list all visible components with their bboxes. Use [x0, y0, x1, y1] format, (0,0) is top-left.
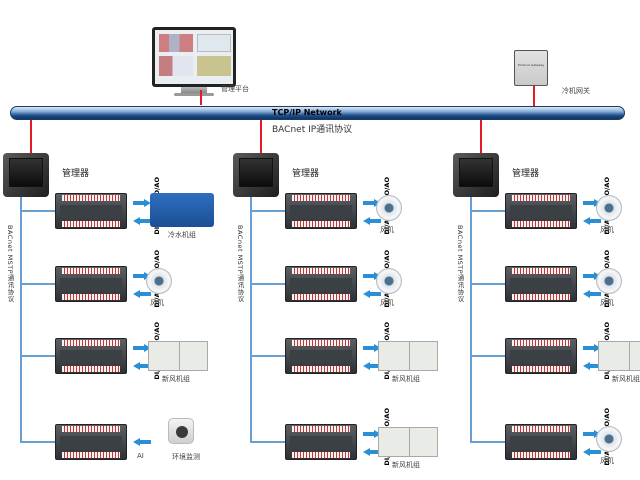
- output-arrow-icon: [133, 199, 151, 207]
- mstp-bus-line: [470, 197, 472, 442]
- bus-branch: [250, 210, 285, 212]
- input-arrow-icon: [363, 362, 381, 370]
- environment-sensor-icon: [168, 418, 194, 444]
- platform-label: 管理平台: [221, 85, 249, 93]
- bus-branch: [470, 441, 505, 443]
- io-module: [55, 193, 127, 229]
- io-module: [285, 338, 357, 374]
- io-module: [505, 193, 577, 229]
- io-module: [505, 338, 577, 374]
- mstp-bus-label: BACnet MSTP通讯协议: [6, 225, 14, 303]
- management-platform-monitor: [152, 27, 236, 96]
- equipment-label: 风机: [600, 457, 614, 465]
- network-drop-link: [30, 120, 32, 155]
- network-drop-link: [260, 120, 262, 155]
- monitor-icon: [152, 27, 236, 87]
- manager-controller: [453, 153, 499, 197]
- equipment-label: 新风机组: [612, 375, 640, 383]
- network-protocol-label: BACnet IP通讯协议: [272, 125, 353, 135]
- io-module: [55, 266, 127, 302]
- input-arrow-icon: [363, 290, 381, 298]
- platform-link: [200, 90, 202, 105]
- mstp-bus-label: BACnet MSTP通讯协议: [236, 225, 244, 303]
- bus-branch: [20, 283, 55, 285]
- input-arrow-icon: [133, 290, 151, 298]
- fresh-air-unit-icon: [378, 341, 438, 371]
- io-module: [505, 266, 577, 302]
- mstp-bus-label: BACnet MSTP通讯协议: [456, 225, 464, 303]
- tcp-ip-network-bus: [10, 106, 625, 120]
- bus-branch: [20, 441, 55, 443]
- bus-branch: [470, 355, 505, 357]
- equipment-label: 冷水机组: [168, 231, 196, 239]
- manager-controller: [233, 153, 279, 197]
- equipment-label: 新风机组: [392, 375, 420, 383]
- input-arrow-icon: [363, 217, 381, 225]
- equipment-label: 新风机组: [392, 461, 420, 469]
- fan-icon: [596, 195, 622, 221]
- fresh-air-unit-icon: [378, 427, 438, 457]
- gateway-link: [533, 86, 535, 106]
- bus-branch: [250, 283, 285, 285]
- equipment-label: 风机: [150, 299, 164, 307]
- io-module: [55, 424, 127, 460]
- manager-label: 管理器: [512, 169, 540, 179]
- input-arrow-icon: [133, 362, 151, 370]
- chiller-icon: [150, 193, 214, 227]
- output-arrow-icon: [133, 344, 151, 352]
- input-arrow-icon: [133, 438, 151, 446]
- bus-branch: [20, 355, 55, 357]
- equipment-label: 风机: [600, 226, 614, 234]
- equipment-label: 风机: [600, 299, 614, 307]
- io-module: [285, 193, 357, 229]
- network-title: TCP/IP Network: [272, 108, 342, 117]
- bus-branch: [20, 210, 55, 212]
- fan-icon: [376, 268, 402, 294]
- fan-icon: [596, 426, 622, 452]
- network-drop-link: [480, 120, 482, 155]
- input-arrow-icon: [133, 217, 151, 225]
- bus-branch: [250, 441, 285, 443]
- manager-label: 管理器: [62, 169, 90, 179]
- io-module: [285, 424, 357, 460]
- io-module: [505, 424, 577, 460]
- mstp-bus-line: [250, 197, 252, 442]
- manager-label: 管理器: [292, 169, 320, 179]
- input-signal-label: AI: [137, 452, 144, 460]
- equipment-label: 风机: [380, 226, 394, 234]
- chiller-gateway: Protocol Gateway: [514, 50, 548, 86]
- output-arrow-icon: [363, 430, 381, 438]
- equipment-label: 风机: [380, 299, 394, 307]
- fresh-air-unit-icon: [598, 341, 640, 371]
- gateway-label: 冷机网关: [562, 87, 590, 95]
- manager-controller: [3, 153, 49, 197]
- input-arrow-icon: [583, 290, 601, 298]
- fan-icon: [376, 195, 402, 221]
- fan-icon: [146, 268, 172, 294]
- equipment-label: 新风机组: [162, 375, 190, 383]
- equipment-label: 环境监测: [172, 453, 200, 461]
- output-arrow-icon: [583, 344, 601, 352]
- bus-branch: [470, 210, 505, 212]
- bus-branch: [250, 355, 285, 357]
- bus-branch: [470, 283, 505, 285]
- input-arrow-icon: [583, 217, 601, 225]
- io-module: [55, 338, 127, 374]
- mstp-bus-line: [20, 197, 22, 442]
- input-arrow-icon: [363, 448, 381, 456]
- input-arrow-icon: [583, 448, 601, 456]
- output-arrow-icon: [363, 344, 381, 352]
- io-module: [285, 266, 357, 302]
- fresh-air-unit-icon: [148, 341, 208, 371]
- input-arrow-icon: [583, 362, 601, 370]
- fan-icon: [596, 268, 622, 294]
